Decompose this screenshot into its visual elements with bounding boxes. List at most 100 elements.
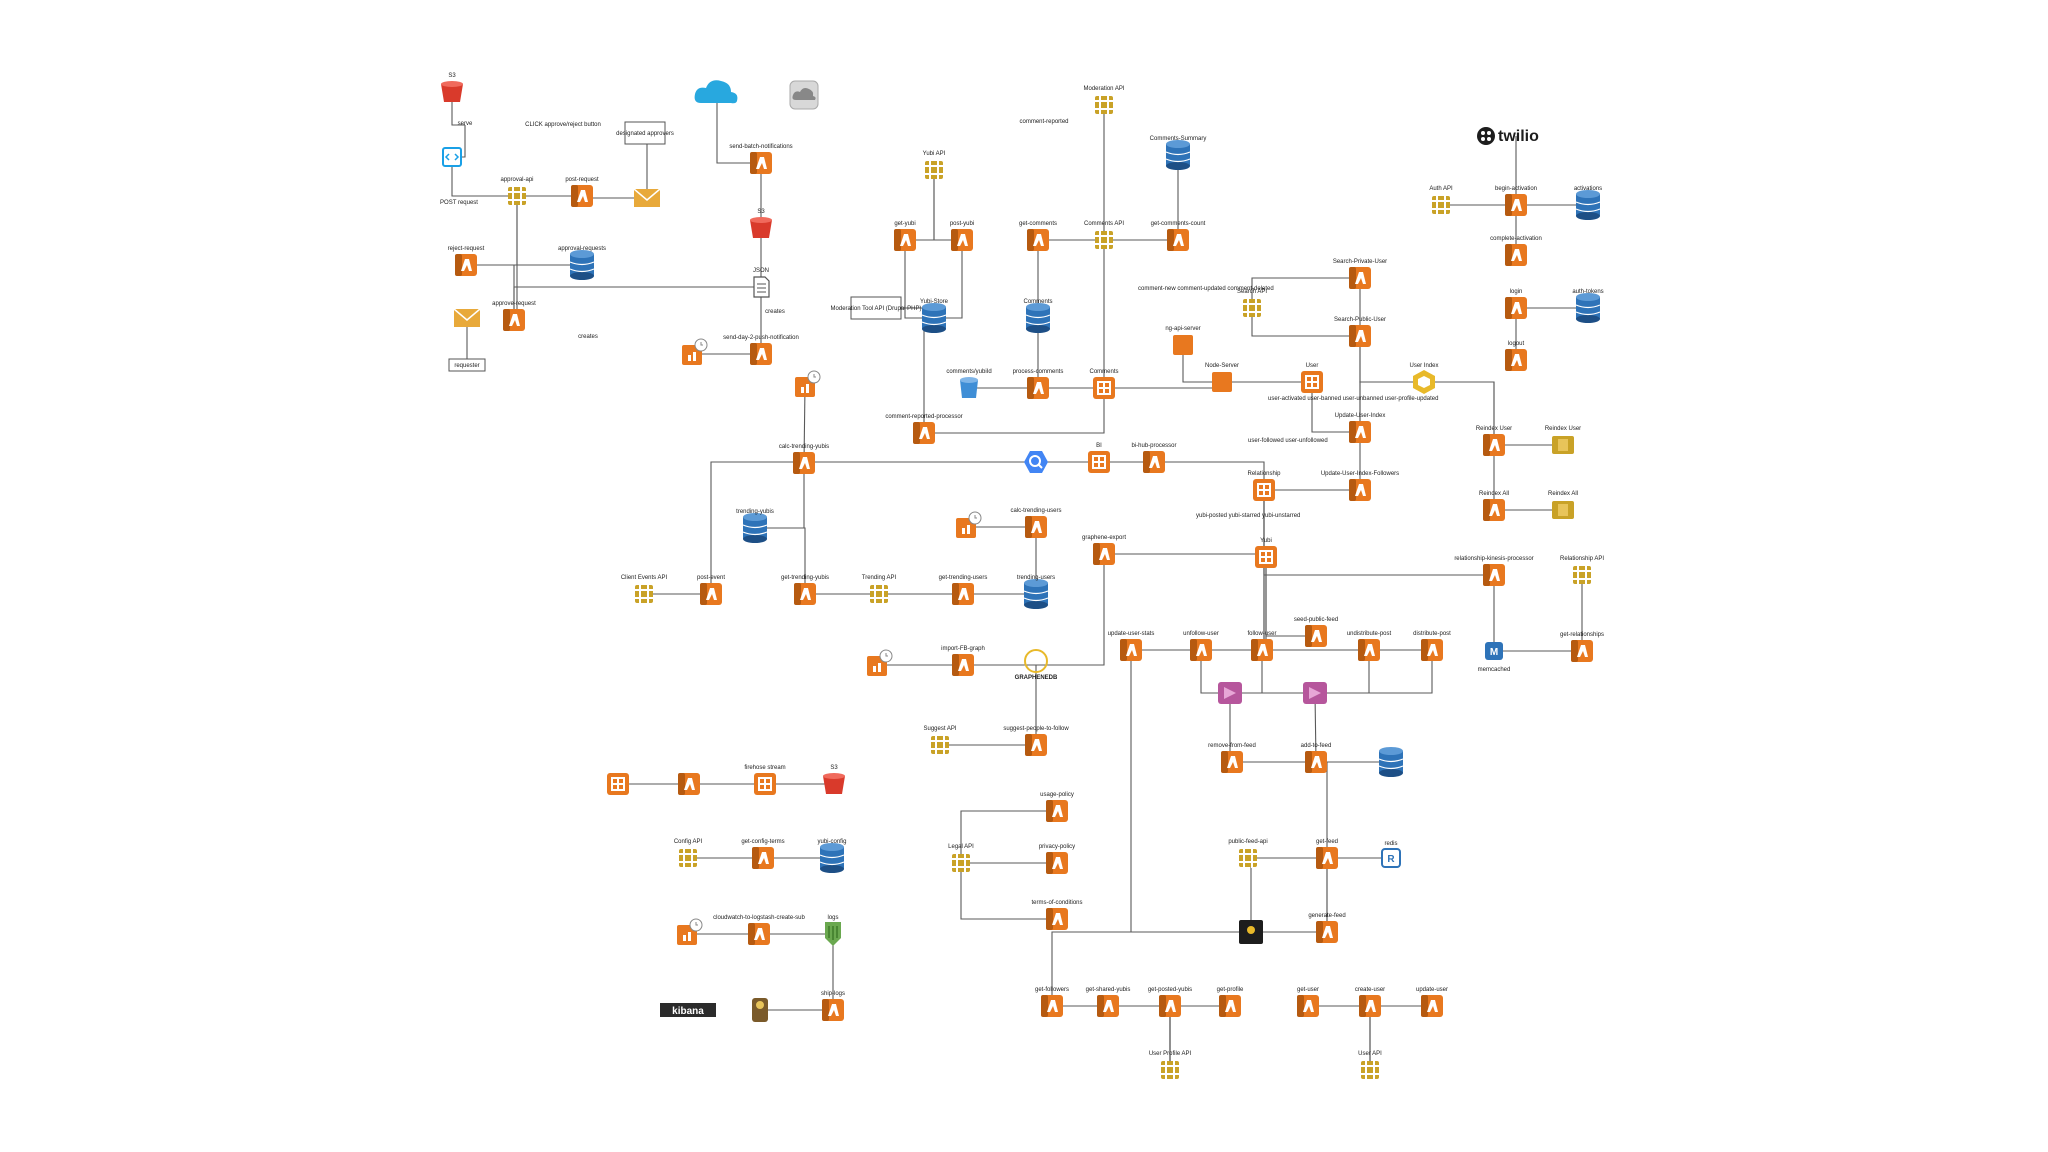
cron-icon [956,511,982,538]
search-public-label: Search-Public-User [1334,317,1386,323]
ng-api-server-label: ng-api-server [1165,326,1200,332]
node-get-yubi: get-yubi [894,221,916,251]
doc-icon [753,276,770,298]
code-icon [442,147,462,167]
lambda-icon [678,773,700,795]
kinesis-icon [1093,377,1115,399]
node-get-comments: get-comments [1019,221,1057,251]
suggest-api-label: Suggest API [923,726,956,732]
node-trending-users: trending-users [1017,575,1055,609]
dynamo-icon [1575,293,1601,323]
node-graphene: GRAPHENEDB [1015,649,1058,681]
json-label: JSON [753,268,769,274]
connector-line [803,385,806,464]
node-comment-events: comment-new comment-updated comment-dele… [1138,286,1274,292]
dynamo-icon [569,250,595,280]
connector-line [924,388,1105,434]
node-comment-reported-text: comment-reported [1019,119,1068,125]
node-comments-yubiid: comments/yubiId [946,369,992,398]
node-bi-kinesis: BI [1088,443,1110,473]
node-approval-api: approval-api [500,177,534,206]
sns-icon [1303,682,1327,704]
get-comments-count-label: get-comments-count [1151,221,1206,227]
mail-icon [453,308,481,327]
lambda-icon [1097,995,1119,1017]
node-generate-feed: generate-feed [1308,913,1346,943]
get-trending-users-label: get-trending-users [939,575,988,581]
bi-hub-label: bi-hub-processor [1131,443,1176,449]
creates2-text: creates [765,309,785,315]
connector-line [1315,650,1433,694]
seed-public-feed-label: seed-public-feed [1294,617,1338,623]
node-s3top: S3 [441,73,463,102]
lambda-icon [1505,349,1527,371]
lambda-icon [1421,639,1443,661]
lambda-icon [1159,995,1181,1017]
begin-activation-label: begin-activation [1495,186,1537,192]
lambda-icon [952,654,974,676]
search-private-label: Search-Private-User [1333,259,1387,265]
ship-logs-label: ship-logs [821,991,845,997]
api-icon [1360,1060,1380,1080]
lambda-icon [571,185,593,207]
client-events-api-label: Client Events API [621,575,668,581]
node-twilio: twilio [1477,127,1539,145]
lambda-icon [822,999,844,1021]
node-update-user-index: Update-User-Index [1335,413,1385,443]
comments-api-label: Comments API [1084,221,1124,227]
connector-line [1104,382,1223,389]
node-cron4 [867,649,893,676]
lambda-icon [1483,564,1505,586]
node-suggest-api: Suggest API [923,726,957,755]
node-update-user-stats: update-user-stats [1108,631,1154,661]
node-bigquery [1024,451,1048,473]
reindex-user-r-label: Reindex User [1545,426,1581,432]
node-get-feed: get-feed [1316,839,1338,869]
comment-events-text: comment-new comment-updated comment-dele… [1138,286,1274,292]
node-kinesis-left [607,773,629,795]
connector-line [1251,308,1360,337]
kinesis-icon [1088,451,1110,473]
node-get-relationships: get-relationships [1560,632,1604,662]
lambda-icon [1093,543,1115,565]
node-search-private: Search-Private-User [1333,259,1387,289]
node-feed-db [1378,747,1404,777]
connector-line [1359,381,1424,490]
update-user-index-followers-label: Update-User-Index-Followers [1321,471,1399,477]
post-request-text-text: POST request [440,200,478,206]
get-yubi-label: get-yubi [894,221,915,227]
lambda-icon [1349,479,1371,501]
node-get-comments-count: get-comments-count [1151,221,1206,251]
es-icon [1413,370,1435,394]
dynamo-icon [1025,303,1051,333]
node-trending-yubis: trending-yubis [736,509,774,543]
kibana-logo-text: kibana [672,1006,704,1017]
api-icon [634,584,654,604]
node-relationship-kinesis: Relationship [1247,471,1281,501]
api-icon [869,584,889,604]
node-cron1 [682,338,708,365]
lambda-icon [1358,639,1380,661]
node-creates1: creates [578,334,598,340]
node-terms: terms-of-conditions [1031,900,1083,930]
connector-line [1051,931,1251,1006]
redis-label: redis [1384,841,1397,847]
node-get-followers: get-followers [1035,987,1069,1017]
click-text-text: CLICK approve/reject button [525,122,601,128]
designated-box [624,121,666,145]
cloud-icon [694,80,738,104]
s3-icon [441,81,463,102]
user-index-label: User Index [1409,363,1438,369]
lambda-icon [1046,800,1068,822]
node-reindex-user-r: Reindex User [1545,426,1581,454]
svg-text:M: M [1490,647,1498,658]
lambda-icon [1316,921,1338,943]
api-icon [1242,298,1262,318]
node-get-user: get-user [1297,987,1319,1017]
connector-line [1314,692,1317,763]
lambda-icon [1046,852,1068,874]
kinesis-icon [1255,546,1277,568]
lambda-icon [1251,639,1273,661]
